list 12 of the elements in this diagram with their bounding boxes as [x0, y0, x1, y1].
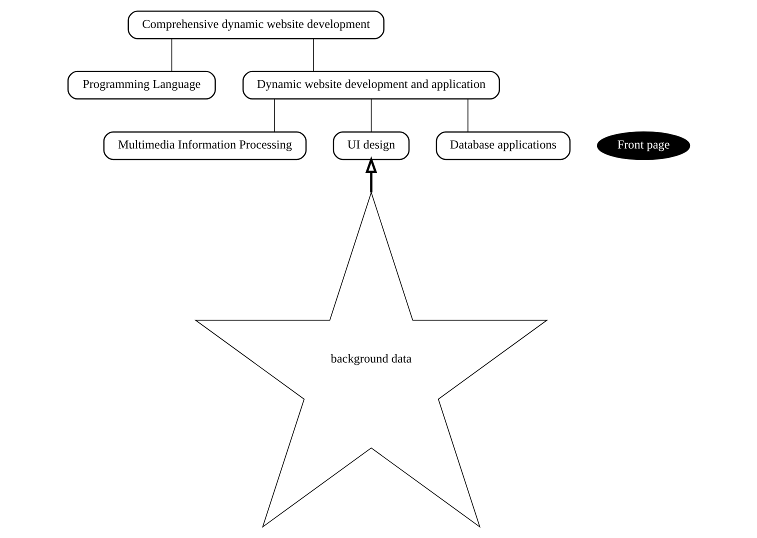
- node-box: Multimedia Information Processing: [102, 131, 306, 160]
- node-box: Programming Language: [66, 70, 216, 100]
- node-box: Comprehensive dynamic website development: [127, 10, 384, 40]
- connector: [370, 98, 372, 132]
- arrow: [364, 156, 377, 192]
- connector: [170, 38, 172, 72]
- node-box: Database applications: [435, 131, 570, 160]
- connector: [312, 38, 314, 72]
- node-ellipse: Front page: [596, 131, 690, 160]
- connector: [467, 98, 468, 132]
- node-box: Dynamic website development and application: [242, 70, 500, 100]
- node-box: UI design: [332, 131, 410, 160]
